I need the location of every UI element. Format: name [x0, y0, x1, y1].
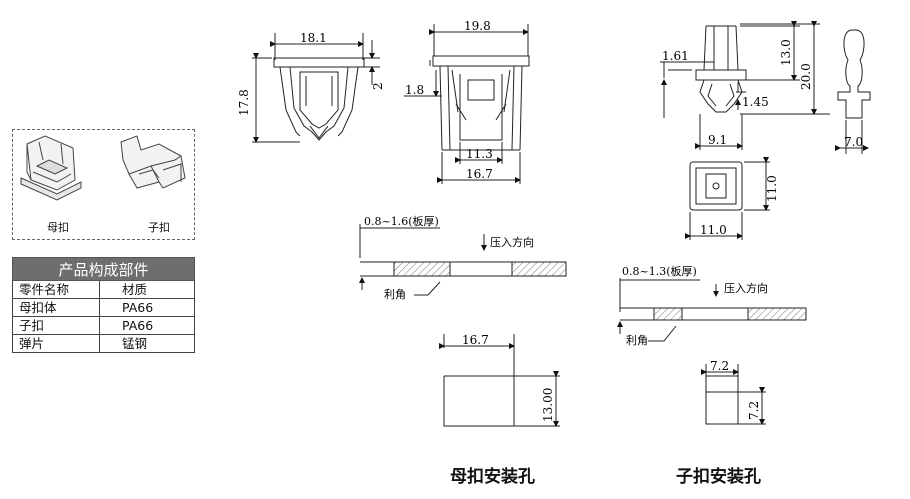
- male-press-direction: 压入方向: [724, 281, 768, 295]
- female-install-section: [359, 224, 567, 296]
- table-header-material: 材质: [99, 280, 195, 299]
- male-pin-front-view: [660, 21, 830, 150]
- dim-side-inner: 11.3: [466, 147, 493, 161]
- dim-pin-side-width: 7.0: [844, 135, 863, 149]
- table-cell: 锰钢: [99, 334, 195, 353]
- female-install-hole: [439, 334, 560, 427]
- male-install-hole-caption: 子扣安装孔: [676, 467, 761, 487]
- dim-female-hole-width: 16.7: [462, 333, 489, 347]
- male-plate-thickness: 0.8~1.3(板厚): [622, 264, 697, 278]
- dim-pin-height-20: 20.0: [799, 63, 813, 90]
- parts-illustration-box: 母扣 子扣: [12, 129, 195, 240]
- dim-square-height: 11.0: [765, 175, 779, 202]
- dim-pin-top-offset: 1.61: [662, 49, 689, 63]
- female-clip-side-view: [404, 24, 530, 184]
- dim-front-gap: 2: [371, 82, 385, 90]
- parts-illustration: [20, 135, 186, 201]
- table-cell: PA66: [99, 316, 195, 335]
- dim-square-width: 11.0: [700, 223, 727, 237]
- components-table: 产品构成部件 零件名称 材质 母扣体 PA66 子扣 PA66 弹片 锰钢: [12, 257, 195, 353]
- dim-pin-height-13: 13.0: [779, 39, 793, 66]
- male-pin-top-view: [685, 157, 770, 240]
- female-install-hole-caption: 母扣安装孔: [450, 467, 535, 487]
- female-clip-front-view: [252, 33, 380, 143]
- dim-pin-small: 1.45: [742, 95, 769, 109]
- female-plate-thickness: 0.8~1.6(板厚): [364, 214, 439, 228]
- dim-pin-width: 9.1: [708, 133, 727, 147]
- male-install-section: [617, 278, 807, 342]
- dim-male-hole-width: 7.2: [710, 359, 729, 373]
- female-clip-label: 母扣: [47, 221, 69, 234]
- dim-front-width: 18.1: [300, 31, 327, 45]
- male-clip-illustration: [120, 135, 186, 189]
- male-sharp-edge: 利角: [626, 334, 648, 347]
- male-clip-label: 子扣: [148, 221, 170, 234]
- table-row: 弹片 锰钢: [12, 334, 195, 353]
- dim-front-height: 17.8: [237, 89, 251, 116]
- female-press-direction: 压入方向: [490, 235, 534, 249]
- dim-side-small: 1.8: [405, 83, 424, 97]
- dim-male-hole-height: 7.2: [747, 401, 761, 420]
- table-row: 子扣 PA66: [12, 316, 195, 335]
- table-row: 零件名称 材质: [12, 280, 195, 299]
- dim-side-base: 16.7: [466, 167, 493, 181]
- female-clip-illustration: [20, 135, 82, 201]
- dim-female-hole-height: 13.00: [541, 388, 555, 422]
- male-pin-side-view: [835, 29, 871, 154]
- female-sharp-edge: 利角: [384, 288, 406, 301]
- male-install-hole: [701, 364, 766, 425]
- dim-side-width: 19.8: [464, 19, 491, 33]
- components-table-title: 产品构成部件: [12, 257, 195, 281]
- table-cell: 弹片: [12, 334, 100, 353]
